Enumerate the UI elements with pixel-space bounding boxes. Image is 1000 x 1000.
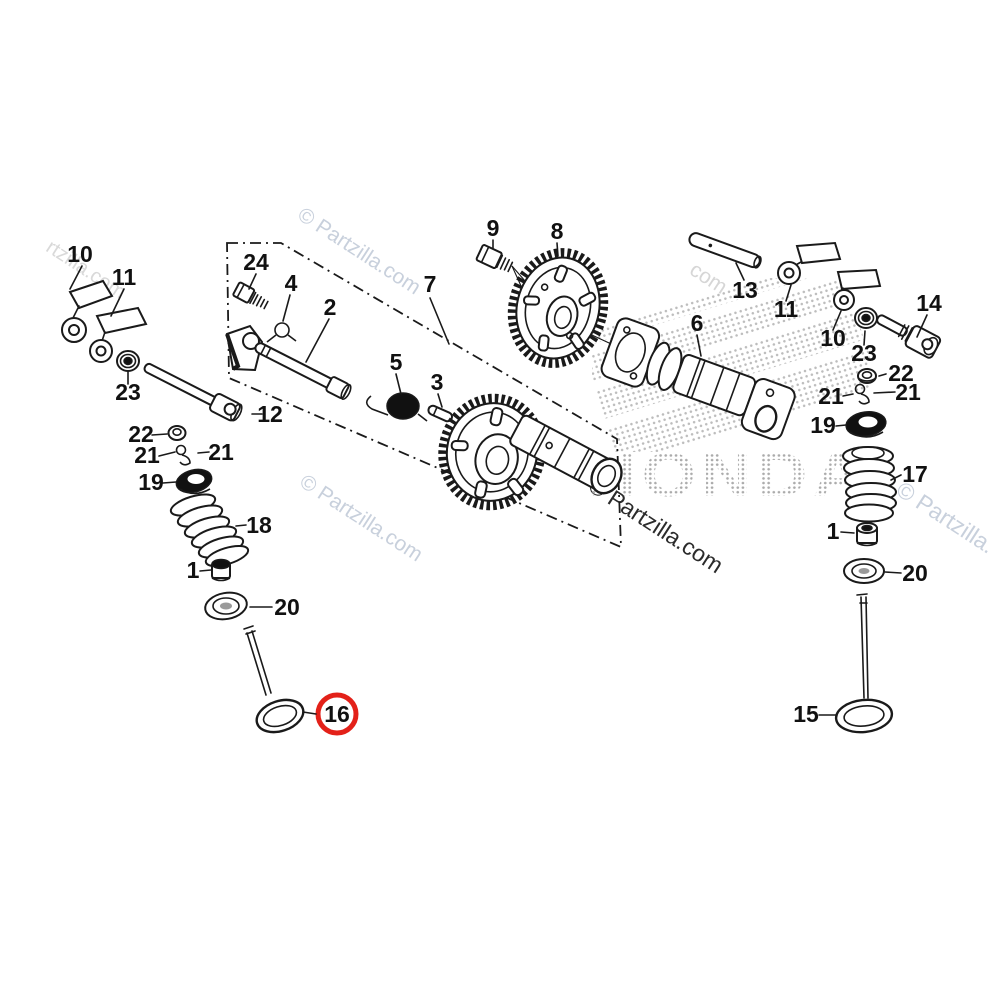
callout-21-right-inner[interactable]: 21 (895, 379, 921, 405)
callout-1-left[interactable]: 1 (187, 557, 200, 583)
callout-11-right[interactable]: 11 (774, 296, 799, 322)
callout-21-left-inner[interactable]: 21 (208, 439, 234, 465)
decompressor-arm-2 (225, 324, 352, 400)
callout-19-left[interactable]: 19 (138, 469, 164, 495)
callout-3[interactable]: 3 (431, 369, 444, 395)
bolt-9 (475, 244, 514, 273)
callout-22-right[interactable]: 22 (888, 360, 914, 386)
cam-drive-gear (438, 393, 546, 511)
valve-spring-18 (169, 493, 250, 567)
valve-cotters-21-left (175, 444, 191, 466)
callout-5[interactable]: 5 (390, 349, 403, 375)
bolt-14 (876, 314, 942, 359)
valve-cotters-21-right (854, 383, 870, 405)
callout-13[interactable]: 13 (732, 277, 758, 303)
callout-21-right-outer[interactable]: 21 (818, 383, 844, 409)
callout-6[interactable]: 6 (691, 310, 704, 336)
callout-18[interactable]: 18 (246, 512, 272, 538)
spring-seat-20-right (843, 558, 885, 584)
spring-retainer-19-left (175, 468, 213, 495)
valve-15 (834, 593, 894, 734)
rocker-arm-10-right (833, 268, 882, 311)
callout-1-right[interactable]: 1 (827, 518, 840, 544)
leader-lines (69, 239, 928, 716)
spring-seat-22-left (167, 425, 187, 441)
callout-19-right[interactable]: 19 (810, 412, 836, 438)
camshaft-body (509, 414, 623, 495)
dowel-pin-13 (688, 232, 762, 269)
callout-7[interactable]: 7 (424, 271, 437, 297)
washer-23-left (116, 350, 140, 372)
callout-24[interactable]: 24 (243, 249, 269, 275)
callout-16-highlighted[interactable]: 16 (324, 701, 350, 727)
callout-4[interactable]: 4 (285, 270, 298, 296)
callout-20-left[interactable]: 20 (274, 594, 300, 620)
highlight-ring-part-16[interactable] (315, 692, 359, 736)
valve-16 (243, 625, 305, 734)
camshaft-holder-6 (600, 317, 796, 441)
spring-seat-22-right (857, 368, 877, 384)
rocker-arm-11-right (777, 241, 842, 285)
callout-12[interactable]: 12 (257, 401, 283, 427)
callout-11-left[interactable]: 11 (112, 264, 137, 290)
callout-8[interactable]: 8 (551, 218, 564, 244)
rocker-arm-10-left (61, 279, 114, 343)
callout-14[interactable]: 14 (916, 290, 942, 316)
callout-10-right[interactable]: 10 (820, 325, 846, 351)
spring-seat-20-left (204, 591, 248, 621)
spring-retainer-19-right (845, 411, 887, 438)
callout-20-right[interactable]: 20 (902, 560, 928, 586)
callout-21-left-outer[interactable]: 21 (134, 442, 160, 468)
callout-15[interactable]: 15 (793, 701, 819, 727)
valve-guide-seal-1-left (211, 558, 231, 582)
callout-17[interactable]: 17 (902, 461, 928, 487)
pin-3 (427, 404, 454, 423)
shaft-bolt-12 (143, 362, 243, 422)
clip-4 (266, 322, 297, 343)
callout-23-right[interactable]: 23 (851, 340, 877, 366)
bolt-24 (232, 281, 269, 310)
callout-9[interactable]: 9 (487, 215, 500, 241)
callout-2[interactable]: 2 (324, 294, 337, 320)
valve-guide-seal-1-right (856, 522, 878, 547)
spring-5 (365, 392, 428, 422)
callout-10-left[interactable]: 10 (67, 241, 93, 267)
rocker-arm-11-left (89, 306, 148, 363)
valve-spring-17 (842, 446, 897, 523)
washer-23-right (854, 307, 878, 329)
callout-22-left[interactable]: 22 (128, 421, 154, 447)
callout-23-left[interactable]: 23 (115, 379, 141, 405)
cam-gear-8 (507, 248, 609, 368)
